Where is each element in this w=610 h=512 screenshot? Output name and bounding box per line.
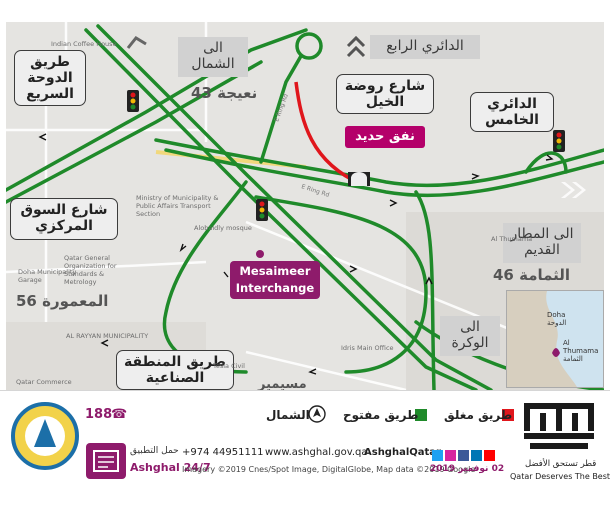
traffic-light-icon <box>126 90 140 116</box>
place-label: Ministry of Municipality & Public Affair… <box>136 194 219 218</box>
north-chevron-icon <box>346 34 366 62</box>
callout-industrial-road: طريق المنطقة الصناعية <box>116 350 234 390</box>
publish-date: 02 نوفمبر 2019 <box>430 464 505 474</box>
district-naija: نعيجة 43 <box>191 84 258 102</box>
slogan-english: Qatar Deserves The Best <box>510 472 610 481</box>
footer: طريق مغلق طريق مفتوح الشمال 188 ☎ حمل ال… <box>0 390 610 491</box>
place-label: AL RAYYAN MUNICIPALITY <box>66 332 149 340</box>
legend-north-label: الشمال <box>266 408 310 422</box>
place-label: Qatar Commerce <box>16 378 72 386</box>
callout-ring5: الدائري الخامس <box>470 92 554 132</box>
app-download-text: حمل التطبيق <box>130 446 179 456</box>
place-label: Tesla Civil <box>213 362 245 370</box>
social-handle: AshghalQatar <box>364 447 441 458</box>
legend-open-label: طريق مفتوح <box>343 408 419 422</box>
ministry-emblem <box>10 401 80 471</box>
map-area: E Ring Rd E Ring Rd الى الشمال الدائري ا… <box>6 22 604 392</box>
ashghal-logo <box>520 399 598 461</box>
north-compass-icon <box>308 405 326 427</box>
label-old-airport: الى المطار القديم <box>503 223 581 263</box>
place-label: Idris Main Office <box>341 344 394 352</box>
imagery-credit: Imagery ©2019 Cnes/Spot Image, DigitalGl… <box>182 465 476 474</box>
label-north: الى الشمال <box>178 37 248 77</box>
callout-rawdat-khail: شارع روضة الخيل <box>336 74 434 114</box>
inset-label-thumama: Al Thumama الثمامة <box>563 339 599 363</box>
legend-open-swatch <box>415 409 427 421</box>
inset-map-graphic <box>507 291 603 387</box>
district-mesaimeer: مسيمير <box>258 377 307 392</box>
place-label: Indian Coffee House <box>51 40 117 48</box>
ashghal-logo-mark <box>524 403 594 449</box>
district-thumama: الثمامة 46 <box>493 266 571 284</box>
north-chevron-icon <box>126 34 148 54</box>
app-icon <box>86 443 126 479</box>
social-icons <box>432 447 496 466</box>
contact-website: www.ashghal.gov.qa <box>265 447 368 458</box>
callout-interchange: Mesaimeer Interchange <box>230 261 320 299</box>
place-label: Qatar General Organization for Standards… <box>64 254 117 286</box>
legend-closed-swatch <box>502 409 514 421</box>
callout-central-market: شارع السوق المركزي <box>10 198 118 240</box>
place-label: Al Thumama <box>491 235 533 243</box>
hotline-number: 188 <box>85 407 113 422</box>
inset-label-doha: Doha الدوحة <box>547 311 567 327</box>
phone-icon: ☎ <box>111 407 128 422</box>
traffic-light-icon <box>552 130 566 156</box>
callout-doha-expressway: طريق الدوحة السريع <box>14 50 86 106</box>
place-label: Alobaidly mosque <box>194 224 252 232</box>
slogan-arabic: قطر تستحق الأفضل <box>525 459 597 469</box>
label-wakra: الى الوكرة <box>440 316 500 356</box>
label-ring4: الدائري الرابع <box>370 35 480 59</box>
callout-iron-tunnel: نفق حديد <box>345 126 425 148</box>
place-label: Doha Municipality Garage <box>18 268 77 284</box>
app-name: Ashghal 24/7 <box>130 461 211 474</box>
traffic-light-icon <box>255 199 269 225</box>
contact-phone: +974 44951111 <box>182 447 264 458</box>
district-mamoura: المعمورة 56 <box>16 292 109 310</box>
legend-closed-label: طريق مغلق <box>444 408 513 422</box>
inset-map: Doha الدوحة Al Thumama الثمامة <box>506 290 604 388</box>
